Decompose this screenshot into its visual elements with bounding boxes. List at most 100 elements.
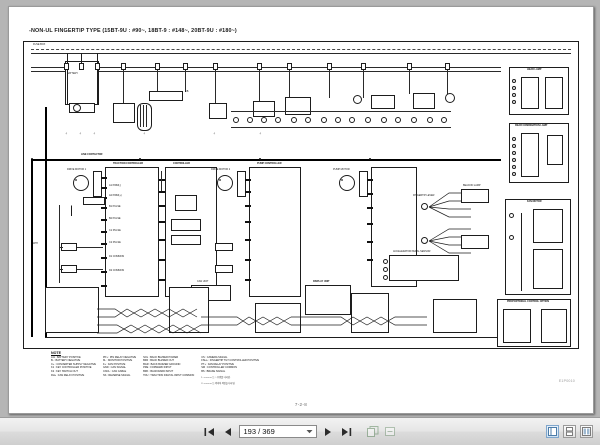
display-unit-label: DISPLAY UNIT	[313, 280, 330, 283]
battery-feed-line	[67, 53, 68, 105]
pin-label: D1 COMMON	[109, 255, 125, 258]
relay-block	[113, 103, 135, 123]
fit-width-button[interactable]	[385, 424, 398, 439]
terminal	[291, 117, 297, 123]
switch-block	[215, 243, 233, 251]
terminal	[512, 93, 516, 97]
note-item: F+ : FAN POSITIVE	[102, 362, 126, 366]
first-page-button[interactable]	[203, 424, 216, 439]
note-item: K1 : KEY CONTROLLER POSITIVE	[51, 366, 92, 370]
line-contactor-label: LINE CONTACTOR	[81, 153, 103, 156]
drive-motor-2-symbol	[217, 175, 233, 191]
switch-feed	[59, 205, 60, 283]
relay-inner	[175, 195, 197, 211]
main-trunk-left-2	[45, 107, 47, 337]
harness-connector-block	[255, 303, 301, 333]
controller-pin	[245, 259, 251, 261]
controller-pin	[101, 271, 107, 273]
view-mode-group	[546, 425, 593, 438]
controller-pin	[159, 259, 165, 261]
note-item: PP+ : PIN RELAY NEGATIVE	[102, 355, 137, 359]
terminal	[509, 213, 514, 218]
fuse-drop	[259, 70, 260, 104]
connector-body	[503, 309, 531, 343]
fuse-symbol	[327, 63, 332, 70]
sheet-title: -NON-UL FINGERTIP TYPE (15BT-9U : #90~, …	[29, 28, 237, 34]
page-number-field[interactable]	[238, 425, 317, 438]
document-page[interactable]: -NON-UL FINGERTIP TYPE (15BT-9U : #90~, …	[8, 6, 594, 414]
fuse-symbol	[64, 63, 69, 70]
controller-pin	[159, 279, 165, 281]
pin-label: C1 PULSE	[109, 229, 121, 232]
motor-symbol-letter: M	[75, 179, 78, 182]
note-footnote: 1. ▭▭▭▭ 는 ○ 부위를 나타냄.	[201, 377, 231, 380]
relay-block	[413, 93, 435, 109]
traction-controller-2	[165, 167, 217, 297]
note-item: RH+ : FAN RELAY POSITIVE	[51, 373, 85, 377]
terminal	[411, 117, 417, 123]
work-lamp-block	[461, 235, 489, 249]
terminal	[233, 117, 239, 123]
motor-terminal-block	[237, 171, 246, 197]
ground-symbol: ⏚	[93, 132, 96, 135]
note-item: B- : BATTERY NEGATIVE	[51, 359, 81, 363]
relay-block	[371, 95, 395, 109]
switch-lead	[77, 269, 103, 270]
view-single-page-button[interactable]	[546, 425, 559, 438]
pump-motor-label: PUMP MOTOR	[333, 168, 350, 171]
page-dropdown-button[interactable]	[304, 426, 316, 437]
document-viewport[interactable]: -NON-UL FINGERTIP TYPE (15BT-9U : #90~, …	[0, 0, 600, 418]
fuse-symbol	[257, 63, 262, 70]
note-item: BGR : BACK BUZZER GROUND	[143, 362, 181, 366]
pump-motor-symbol	[339, 175, 355, 191]
battery-return-line	[97, 53, 98, 105]
page-number-input[interactable]	[243, 427, 304, 436]
fit-page-button[interactable]	[367, 424, 380, 439]
connector-body	[533, 249, 563, 289]
notes-title: NOTE	[51, 351, 61, 355]
terminal	[321, 117, 327, 123]
harness-edge-label: W/H	[33, 242, 38, 245]
fan-feed-line	[521, 213, 522, 291]
terminal	[512, 86, 516, 90]
next-page-button[interactable]	[322, 424, 335, 439]
terminal	[275, 117, 281, 123]
main-trunk-left	[31, 159, 33, 337]
pin-label: A2 PWM(+)	[109, 194, 122, 197]
beacon-lamp-block	[461, 189, 489, 203]
fuse-symbol	[213, 63, 218, 70]
notes-column: PP+ : PIN RELAY NEGATIVE M- : MONITOR PO…	[102, 355, 137, 385]
page-navigation-group	[0, 424, 600, 439]
accel-pedal-block	[389, 255, 459, 281]
bus-rail-1	[31, 53, 571, 54]
fan-motor-panel-label: FAN MOTOR	[527, 200, 542, 203]
controller-pin	[245, 191, 251, 193]
controller-pin	[101, 187, 107, 189]
fingertip-junction	[421, 203, 428, 210]
motor-symbol-letter: M	[219, 179, 222, 182]
controller-3-label: PUMP CONTROLLER	[257, 162, 282, 165]
capacitor-symbol	[137, 103, 152, 131]
note-item: BS : BRAKE SIGNAL	[201, 369, 226, 373]
last-page-button[interactable]	[340, 424, 353, 439]
note-item: M- : MONITOR POSITIVE	[102, 359, 133, 363]
terminal	[427, 117, 433, 123]
relay-inner	[171, 219, 201, 231]
fuse-symbol	[155, 63, 160, 70]
fuse-drop	[215, 70, 216, 104]
terminal	[335, 117, 341, 123]
ground-symbol: ⏚	[65, 132, 68, 135]
previous-page-button[interactable]	[221, 424, 234, 439]
motor-terminal-block	[359, 171, 368, 197]
controller-pin	[367, 193, 373, 195]
view-continuous-button[interactable]	[563, 425, 576, 438]
terminal	[509, 235, 514, 240]
note-item: GND : CAN SIGNAL	[102, 366, 126, 370]
battery-tap-line	[81, 53, 82, 63]
view-facing-pages-button[interactable]	[580, 425, 593, 438]
cap-plate	[146, 105, 147, 127]
fuse-drop	[329, 70, 330, 98]
relay-block	[253, 101, 275, 117]
cap-plate	[143, 105, 144, 127]
option-panel-label: PROPORTIONAL CONTROL OPTION	[507, 300, 550, 303]
